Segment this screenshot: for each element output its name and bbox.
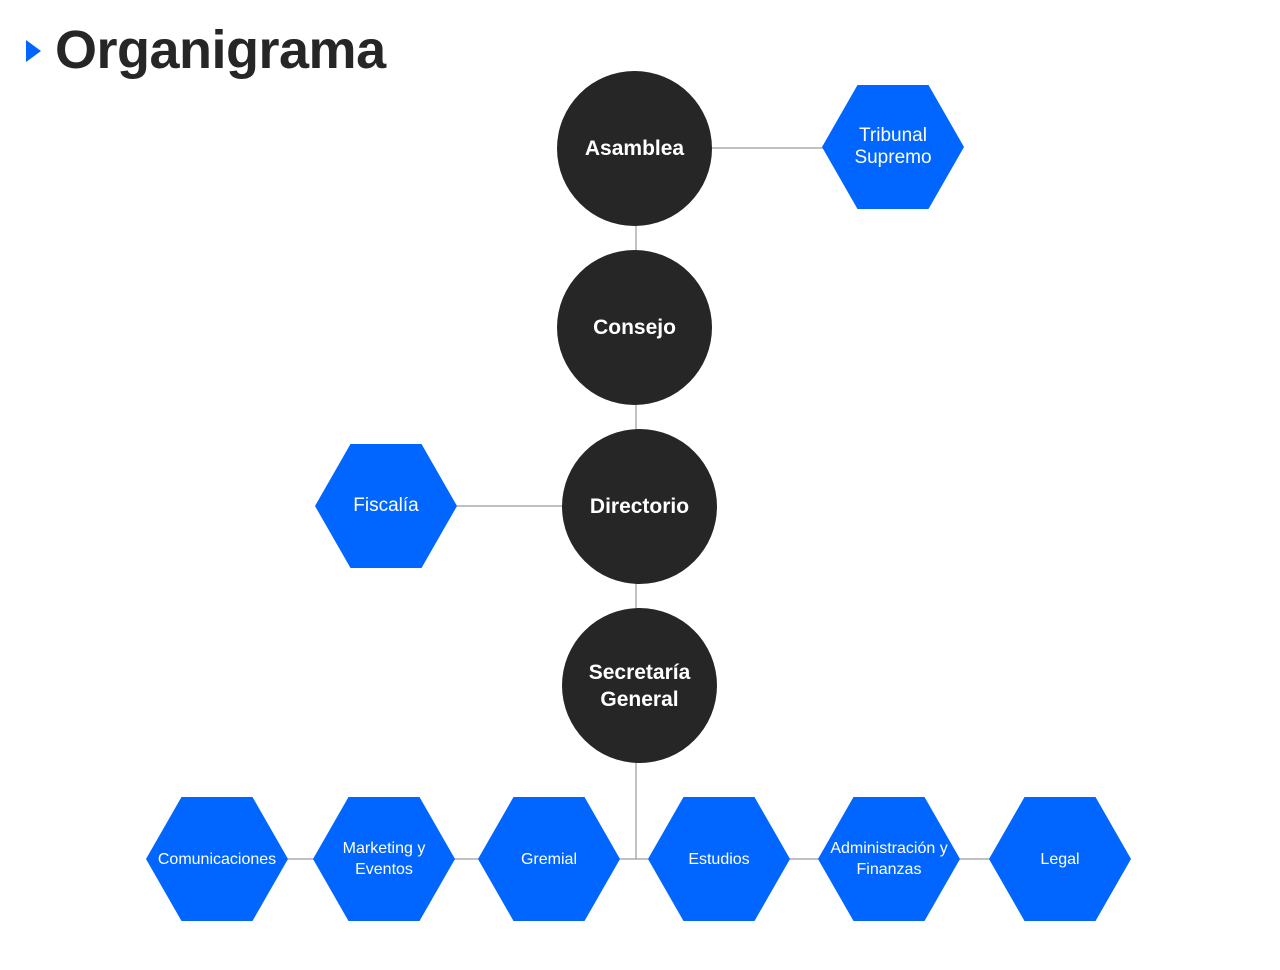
node-directorio: Directorio — [562, 429, 717, 584]
node-asamblea-label: Asamblea — [584, 137, 685, 160]
caret-right-icon — [26, 40, 41, 62]
node-administracion-finanzas: Administración y Finanzas — [818, 797, 960, 921]
node-estudios: Estudios — [648, 797, 790, 921]
node-directorio-label: Directorio — [589, 495, 690, 518]
node-comunicaciones-label: Comunicaciones — [157, 850, 277, 868]
node-secretaria-general-label: Secretaría General — [588, 660, 691, 711]
node-gremial-label: Gremial — [520, 850, 577, 868]
node-tribunal-supremo-label: Tribunal Supremo — [854, 125, 932, 168]
page-title-group: Organigrama — [26, 18, 386, 82]
page-title: Organigrama — [55, 20, 386, 80]
node-gremial: Gremial — [478, 797, 620, 921]
node-asamblea: Asamblea — [557, 71, 712, 226]
node-estudios-label: Estudios — [688, 850, 750, 868]
node-administracion-finanzas-label: Administración y Finanzas — [830, 840, 948, 878]
node-marketing-eventos-label: Marketing y Eventos — [342, 840, 426, 878]
node-legal-label: Legal — [1040, 850, 1080, 868]
node-fiscalia-label: Fiscalía — [353, 495, 419, 516]
node-secretaria-general: Secretaría General — [562, 608, 717, 763]
node-consejo: Consejo — [557, 250, 712, 405]
node-tribunal-supremo: Tribunal Supremo — [822, 85, 964, 209]
node-comunicaciones: Comunicaciones — [146, 797, 288, 921]
node-consejo-label: Consejo — [593, 316, 676, 339]
node-marketing-eventos: Marketing y Eventos — [313, 797, 455, 921]
